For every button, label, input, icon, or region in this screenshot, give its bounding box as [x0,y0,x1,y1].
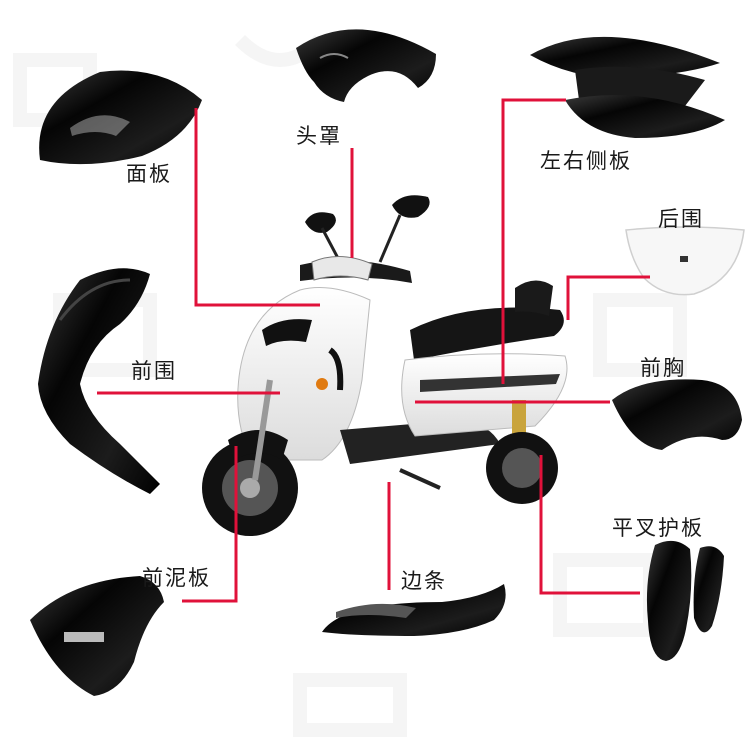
part-rear-cover [625,226,745,296]
part-front-chest [612,379,742,450]
leader-swingarm-guard [539,455,640,595]
leader-rear-cover [566,275,650,320]
leader-side-panels [501,98,566,384]
part-side-strips [322,584,506,636]
scooter-illustration [202,195,568,536]
part-swingarm-guard [646,540,724,661]
leader-front-fender [182,446,238,603]
label-front-shield: 前围 [131,359,177,383]
label-front-chest: 前胸 [640,356,686,380]
leader-lines [97,98,650,603]
label-side-strips: 边条 [401,569,447,593]
label-rear-cover: 后围 [658,207,704,231]
label-swingarm-guard: 平叉护板 [612,516,704,540]
label-side-panels: 左右侧板 [540,149,632,173]
label-face-panel: 面板 [126,162,172,186]
label-front-fender: 前泥板 [142,566,211,590]
label-head-cover: 头罩 [296,124,342,148]
part-front-shield [38,268,160,494]
part-side-panels [530,36,725,138]
part-head-cover [296,29,436,102]
leader-face-panel [194,108,320,307]
part-face-panel [39,70,202,165]
part-front-fender [30,576,164,696]
